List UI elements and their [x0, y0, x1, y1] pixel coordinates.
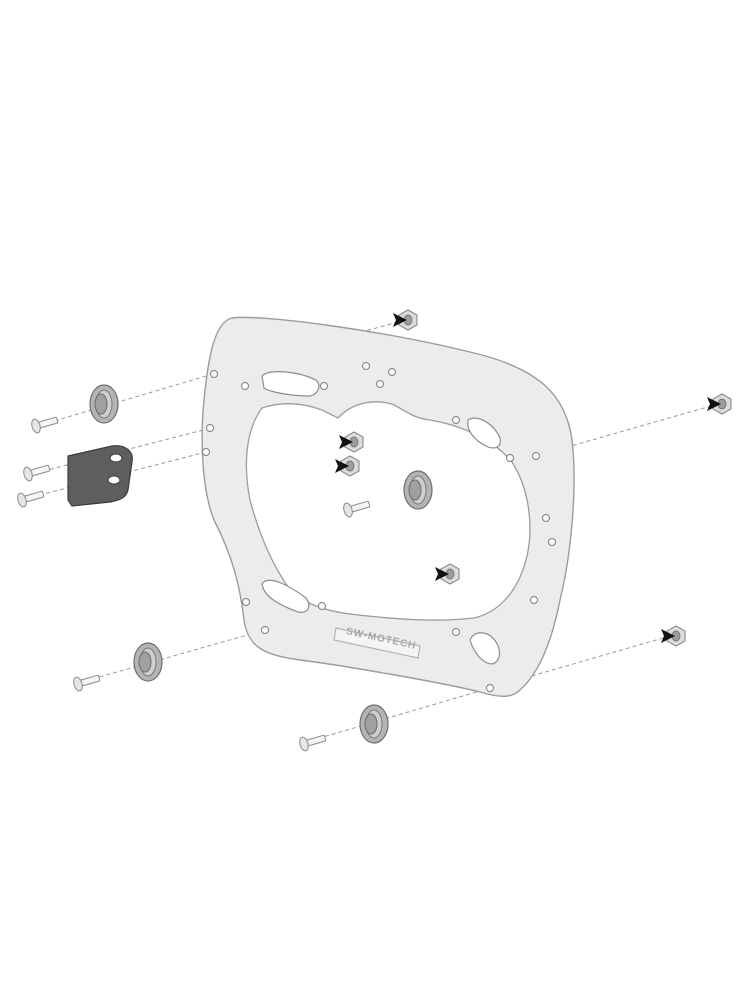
frame-hole [210, 370, 218, 378]
frame-hole [530, 596, 538, 604]
guide-line-bottom-bolt [305, 687, 491, 743]
adapter-bracket-plate [67, 445, 133, 507]
frame-hole [388, 368, 396, 376]
spacer [89, 384, 119, 424]
frame-hole [376, 380, 384, 388]
nut [335, 455, 360, 477]
frame-hole [318, 602, 326, 610]
frame-slot-top-right [467, 417, 501, 449]
frame-slot-top-left [261, 371, 320, 397]
guide-line-top-left-bolt [43, 373, 214, 425]
frame-hole [548, 538, 556, 546]
frame-hole [542, 514, 550, 522]
bolt [23, 464, 51, 482]
mounting-frame: SW-MOTECH [201, 316, 575, 697]
spacer [133, 642, 163, 682]
bolt [31, 416, 59, 434]
frame-hole [532, 452, 540, 460]
insertion-arrow-icon [393, 313, 407, 327]
insertion-arrow-icon [339, 435, 353, 449]
frame-hole [486, 684, 494, 692]
frame-hole [242, 598, 250, 606]
frame-center-opening [245, 401, 531, 621]
frame-hole [362, 362, 370, 370]
bolt [17, 490, 45, 508]
frame-hole [320, 382, 328, 390]
frame-hole [452, 416, 460, 424]
frame-hole [452, 628, 460, 636]
frame-hole [241, 382, 249, 390]
insertion-arrow-icon [661, 629, 675, 643]
nuts [335, 309, 732, 647]
nut [707, 393, 732, 415]
adapter-bracket-hole-upper [109, 453, 123, 463]
frame-hole [202, 448, 210, 456]
frame-hole [261, 626, 269, 634]
frame-logo-plate [333, 627, 421, 659]
spacer [359, 704, 389, 744]
insertion-arrow-icon [435, 567, 449, 581]
nut [661, 625, 686, 647]
frame-slot-bottom-left [261, 579, 310, 613]
frame-hole [206, 424, 214, 432]
insertion-arrow-icon [707, 397, 721, 411]
spacer [403, 470, 433, 510]
guide-line-bottom-left-bolt [77, 629, 266, 684]
bolt [73, 674, 101, 692]
nut [393, 309, 418, 331]
bolt [343, 500, 371, 518]
frame-holes [202, 362, 556, 692]
adapter-bracket [67, 445, 133, 507]
bolt [299, 734, 327, 752]
nut [339, 431, 364, 453]
frame-hole [506, 454, 514, 462]
adapter-bracket-hole-lower [107, 475, 121, 485]
frame-slot-bottom-right [469, 632, 501, 665]
bolts [17, 416, 371, 752]
spacers [89, 384, 433, 744]
nut [435, 563, 460, 585]
insertion-arrow-icon [335, 459, 349, 473]
